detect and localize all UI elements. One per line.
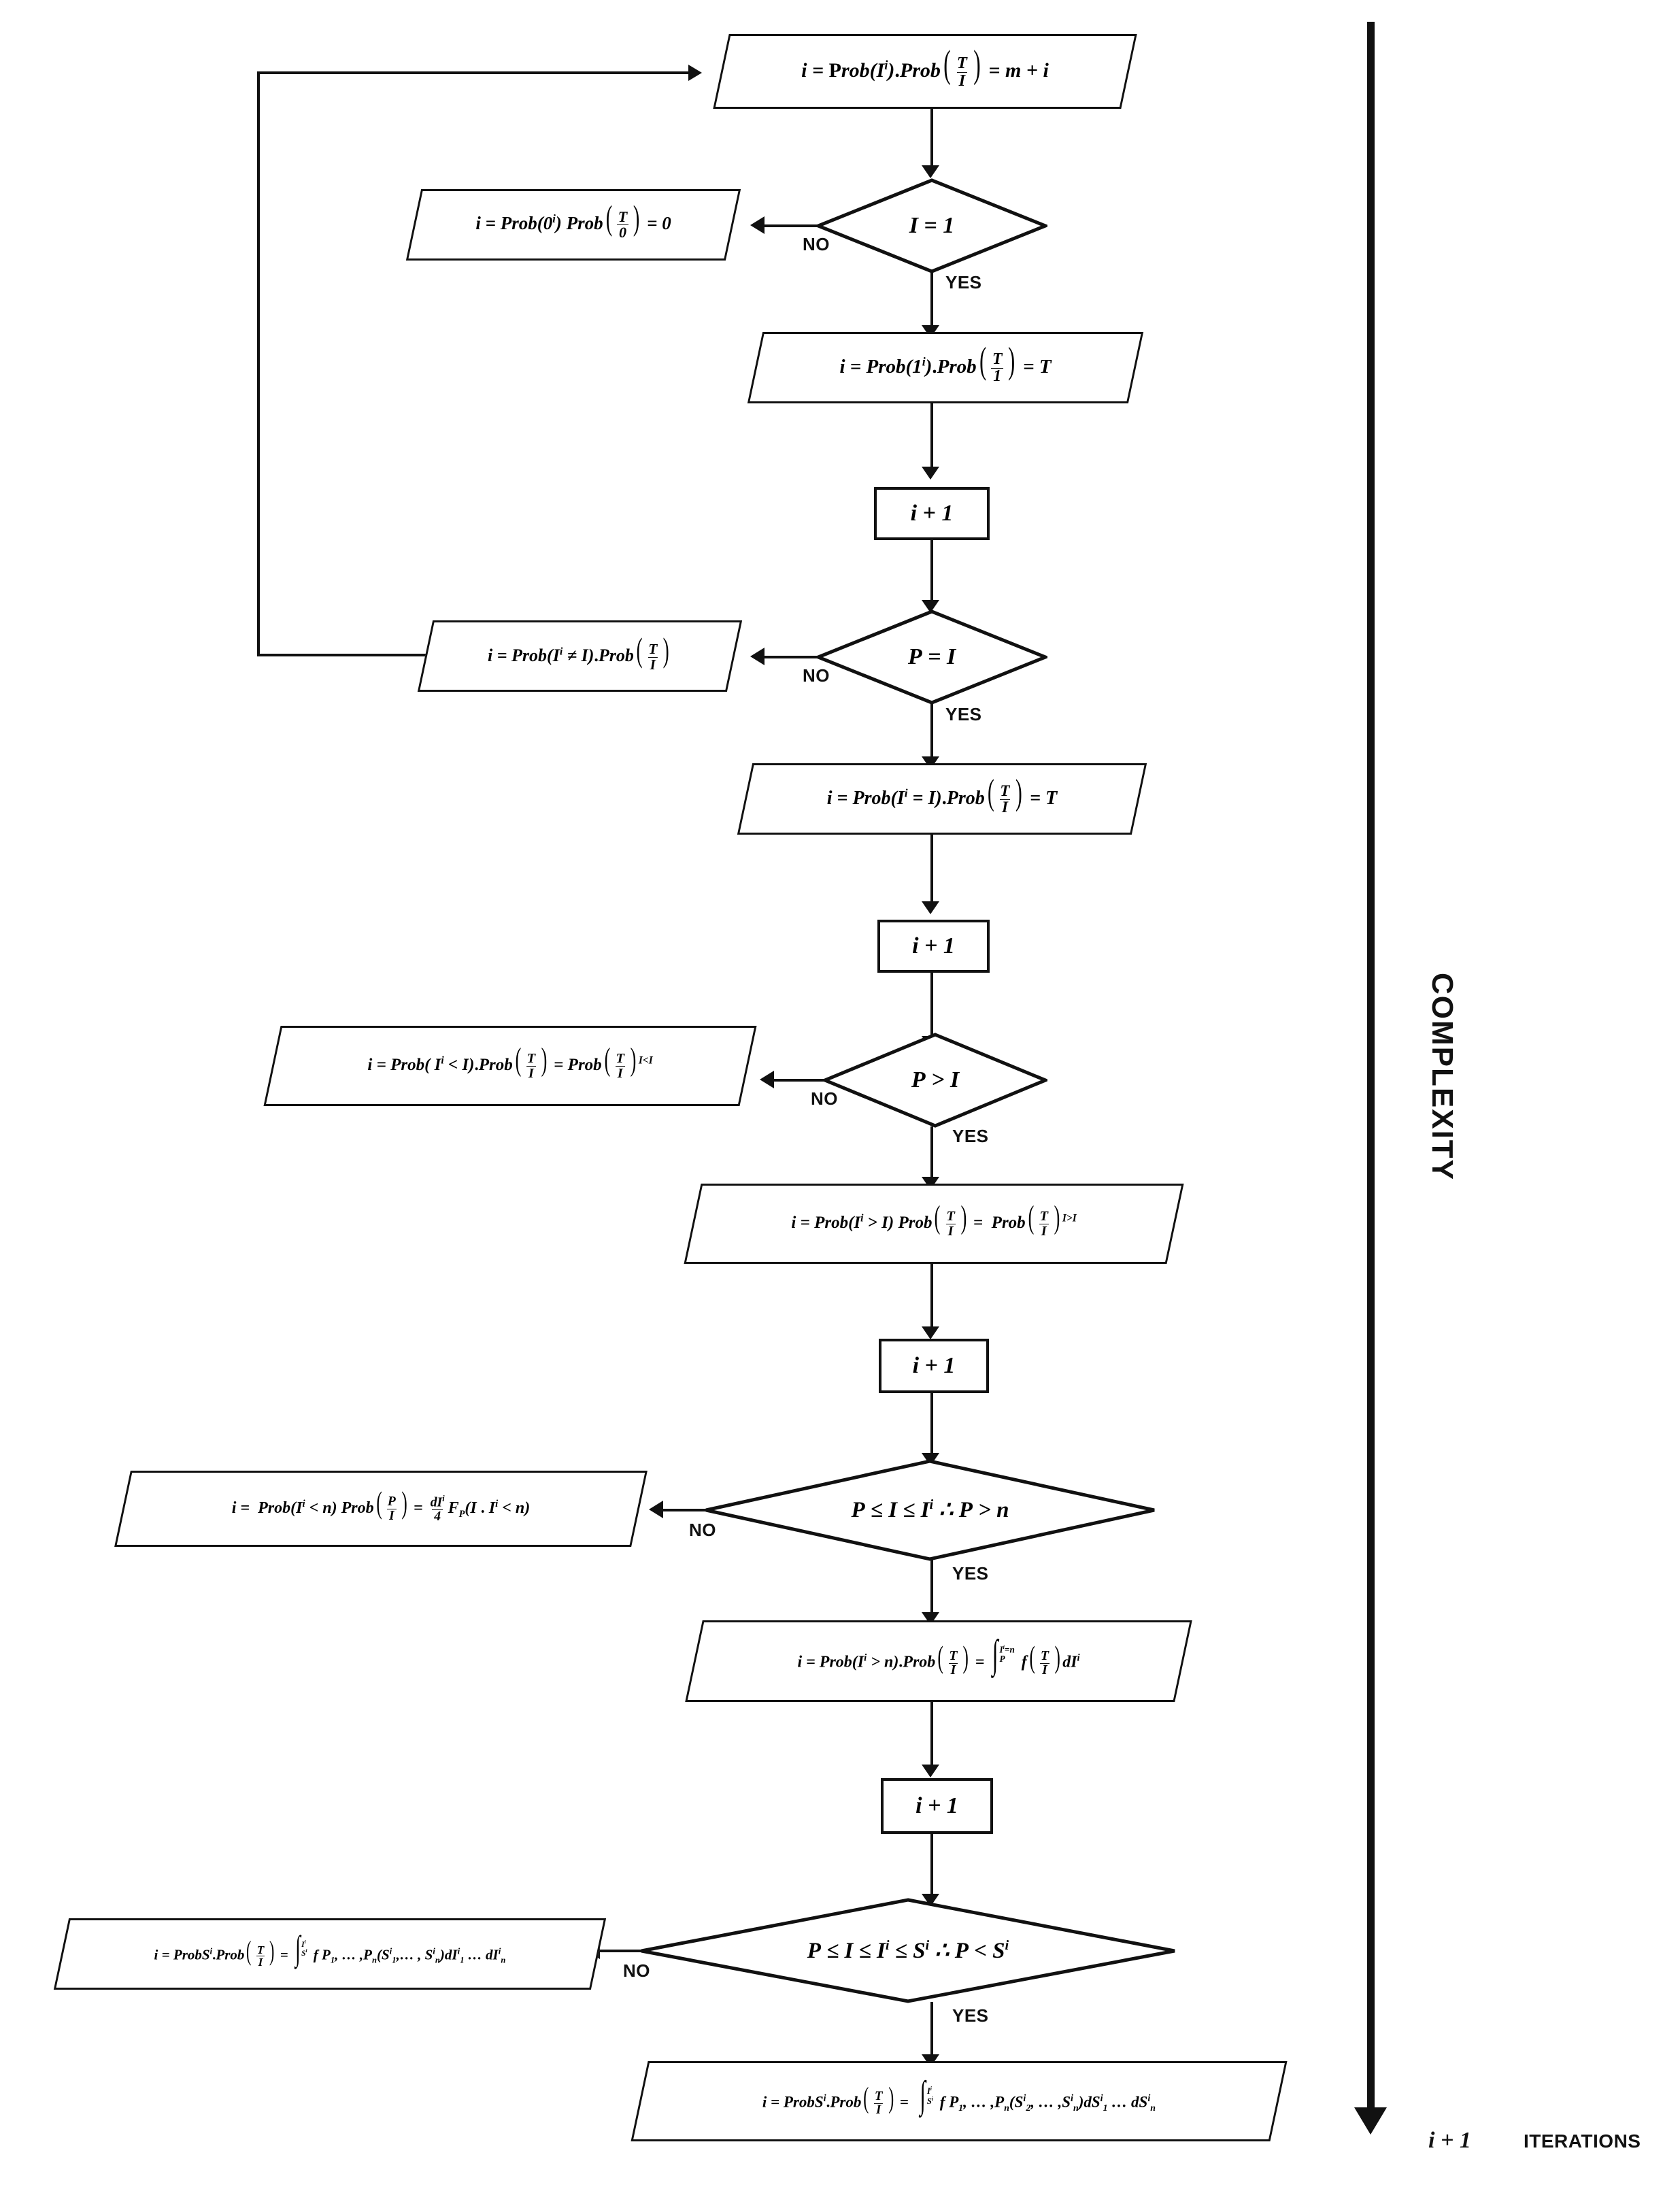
edge-d3-n6 xyxy=(774,1079,827,1082)
node-d5-label: P ≤ I ≤ Ii ≤ Si ∴ P < Si xyxy=(807,1937,1009,1963)
node-d5[interactable]: P ≤ I ≤ Ii ≤ Si ∴ P < Si xyxy=(639,1898,1177,2003)
node-d1[interactable]: I = 1 xyxy=(816,178,1047,273)
edge-inc3-d4 xyxy=(930,1393,933,1461)
node-inc4[interactable]: i + 1 xyxy=(881,1778,993,1834)
edge-n1-d1-arrowhead-icon xyxy=(922,165,939,178)
feedback-loop-vertical xyxy=(257,71,260,656)
edge-d3-n7 xyxy=(930,1126,933,1184)
node-d4[interactable]: P ≤ I ≤ Ii ∴ P > n xyxy=(704,1459,1156,1561)
node-d4-label: P ≤ I ≤ Ii ∴ P > n xyxy=(851,1497,1009,1523)
edge-d1-n3 xyxy=(930,272,933,333)
complexity-axis-arrowhead-icon xyxy=(1354,2107,1387,2135)
edge-d1-n2-arrowhead-icon xyxy=(750,216,765,234)
edge-d1-n2 xyxy=(765,224,819,227)
node-inc1[interactable]: i + 1 xyxy=(874,487,990,540)
edge-n3-inc1 xyxy=(930,403,933,475)
node-inc4-label: i + 1 xyxy=(915,1793,958,1819)
node-d2-label: P = I xyxy=(907,644,956,670)
edge-d4-n8 xyxy=(663,1509,709,1511)
edge-n7-inc3-arrowhead-icon xyxy=(922,1326,939,1339)
edge-inc2-d3 xyxy=(930,973,933,1044)
edge-d2-n5 xyxy=(930,703,933,765)
node-inc1-label: i + 1 xyxy=(910,501,954,527)
node-d1-label: I = 1 xyxy=(909,213,955,239)
footer-iterations-label: ITERATIONS xyxy=(1524,2130,1641,2152)
edge-d4-n8-arrowhead-icon xyxy=(649,1501,663,1518)
edge-d2-n4-arrowhead-icon xyxy=(750,648,765,665)
node-d3-label: P > I xyxy=(911,1067,960,1093)
edge-n3-inc1-arrowhead-icon xyxy=(922,467,939,480)
edge-label-yes-d5: YES xyxy=(952,2005,989,2026)
node-inc2-label: i + 1 xyxy=(912,933,955,959)
edge-d5-n10 xyxy=(600,1950,643,1952)
edge-label-no-d5: NO xyxy=(623,1960,650,1981)
edge-label-yes-d3: YES xyxy=(952,1126,989,1146)
node-inc3-label: i + 1 xyxy=(912,1353,956,1379)
diamond-shape-d5 xyxy=(641,1898,1175,2003)
edge-label-no-d3: NO xyxy=(811,1088,838,1109)
feedback-loop-bottom xyxy=(257,654,427,656)
edge-n1-d1 xyxy=(930,109,933,173)
edge-label-yes-d1: YES xyxy=(945,272,982,293)
node-d3[interactable]: P > I xyxy=(823,1033,1047,1128)
edge-d3-n6-arrowhead-icon xyxy=(760,1071,774,1088)
edge-n9-inc4-arrowhead-icon xyxy=(922,1765,939,1777)
edge-inc1-d2 xyxy=(930,540,933,608)
edge-label-yes-d2: YES xyxy=(945,704,982,724)
feedback-loop-top xyxy=(257,71,692,74)
footer-iterations-math: i + 1 xyxy=(1428,2128,1471,2153)
feedback-loop-arrowhead-icon xyxy=(688,65,702,81)
edge-d2-n4 xyxy=(765,656,819,658)
edge-label-yes-d4: YES xyxy=(952,1563,989,1584)
node-inc3[interactable]: i + 1 xyxy=(879,1339,989,1393)
edge-label-no-d1: NO xyxy=(803,234,830,254)
complexity-axis-label: COMPLEXITY xyxy=(1426,973,1459,1182)
diamond-shape-d1 xyxy=(816,178,1047,273)
edge-d5-n11 xyxy=(930,2002,933,2062)
edge-n5-inc2 xyxy=(930,835,933,909)
node-d2[interactable]: P = I xyxy=(816,609,1047,705)
diamond-shape-d2 xyxy=(816,609,1047,705)
node-inc2[interactable]: i + 1 xyxy=(877,920,990,973)
edge-d4-n9 xyxy=(930,1560,933,1620)
edge-n7-inc3 xyxy=(930,1264,933,1335)
edge-inc4-d5 xyxy=(930,1834,933,1902)
edge-label-no-d4: NO xyxy=(689,1520,716,1540)
edge-n9-inc4 xyxy=(930,1702,933,1773)
edge-n5-inc2-arrowhead-icon xyxy=(922,901,939,914)
edge-label-no-d2: NO xyxy=(803,665,830,686)
edge-inc1-d2-arrowhead-icon xyxy=(922,600,939,613)
diamond-shape-d4 xyxy=(705,1459,1155,1561)
diamond-shape-d3 xyxy=(823,1033,1047,1128)
complexity-axis-line xyxy=(1367,22,1375,2110)
